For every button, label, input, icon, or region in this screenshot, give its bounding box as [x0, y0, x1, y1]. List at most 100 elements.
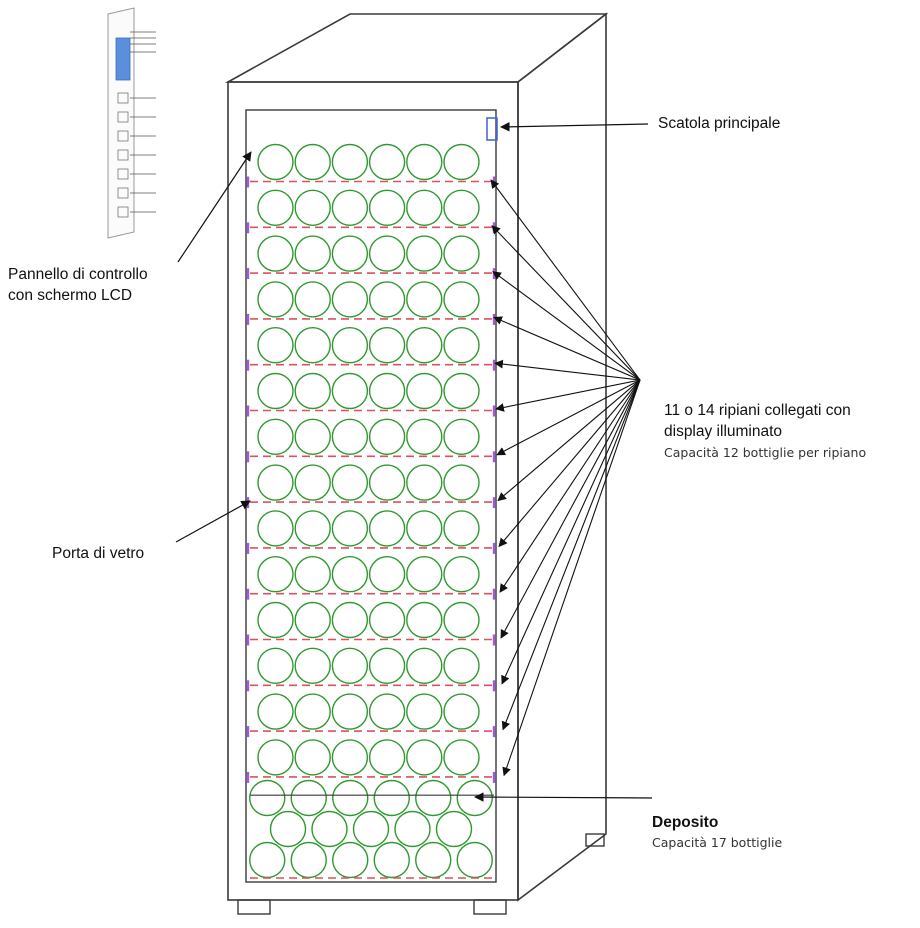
bottle-icon: [331, 556, 369, 593]
bottle-icon: [443, 647, 480, 684]
cabinet-foot-back: [585, 833, 605, 847]
bottle-icon: [406, 601, 443, 639]
bottle-icon: [257, 510, 294, 547]
bottle-icon: [368, 327, 406, 364]
bottle-icon: [331, 327, 369, 364]
control-panel-button: [117, 92, 129, 104]
bottle-icon: [443, 372, 480, 410]
bottle-layer: [249, 143, 493, 879]
bottle-icon: [368, 281, 406, 318]
bottle-icon: [443, 556, 480, 593]
bottle-icon: [257, 143, 294, 181]
bottle-icon: [368, 693, 406, 730]
deposit-text: Deposito: [652, 814, 719, 831]
bottle-icon: [443, 281, 480, 318]
control-panel-button: [117, 130, 129, 142]
bottle-icon: [294, 281, 331, 318]
label-main-box: Scatola principale: [658, 113, 780, 134]
bottle-icon: [443, 510, 480, 547]
bottle-icon: [294, 143, 331, 181]
bottle-icon: [368, 601, 406, 639]
bottle-icon: [257, 372, 294, 410]
bottle-icon: [415, 779, 452, 817]
main-box-text: Scatola principale: [658, 115, 781, 132]
bottle-icon: [331, 739, 369, 776]
bottle-icon: [368, 418, 406, 455]
bottle-icon: [294, 601, 331, 639]
control-panel-buttons: [117, 92, 156, 218]
bottle-icon: [257, 739, 294, 776]
main-box-marker: [486, 117, 498, 141]
bottle-icon: [294, 739, 331, 776]
bottle-icon: [294, 235, 331, 272]
bottle-icon: [368, 189, 406, 227]
bottle-icon: [257, 601, 294, 639]
arrow-shelf: [496, 379, 641, 456]
arrow-shelf: [493, 316, 641, 381]
bottle-icon: [456, 841, 493, 879]
bottle-icon: [435, 810, 473, 848]
bottle-icon: [406, 418, 443, 455]
bottle-icon: [406, 510, 443, 547]
bottle-icon: [368, 510, 406, 547]
bottle-icon: [269, 810, 307, 848]
bottle-icon: [331, 143, 369, 181]
bottle-icon: [257, 464, 294, 501]
bottle-icon: [368, 739, 406, 776]
bottle-icon: [294, 464, 331, 501]
bottle-icon: [257, 281, 294, 318]
arrow-glass-door: [175, 500, 251, 543]
bottle-icon: [257, 235, 294, 272]
bottle-icon: [368, 556, 406, 593]
bottle-icon: [406, 464, 443, 501]
glass-door-frame: [245, 109, 497, 883]
deposit-capacity-text: Capacità 17 bottiglie: [652, 835, 783, 850]
bottle-icon: [443, 143, 480, 181]
cabinet-front: [227, 81, 519, 901]
control-panel-button: [117, 206, 129, 218]
bottle-icon: [406, 327, 443, 364]
bottle-icon: [257, 556, 294, 593]
cabinet-side: [517, 12, 607, 902]
bottle-icon: [331, 281, 369, 318]
bottle-icon: [294, 189, 331, 227]
bottle-icon: [443, 601, 480, 639]
bottle-icon: [331, 372, 369, 410]
arrow-shelf: [502, 379, 641, 777]
bottle-icon: [331, 235, 369, 272]
cabinet-top: [224, 13, 609, 83]
arrow-shelf: [490, 179, 641, 381]
bottle-icon: [331, 510, 369, 547]
bottle-icon: [443, 464, 480, 501]
arrow-shelf: [499, 379, 641, 593]
bottle-icon: [331, 601, 369, 639]
bottle-icon: [294, 693, 331, 730]
bottle-icon: [406, 693, 443, 730]
arrow-shelf: [495, 379, 641, 412]
bottle-icon: [294, 327, 331, 364]
arrow-shelf: [498, 379, 641, 548]
bottle-icon: [352, 810, 390, 848]
cabinet-body: [224, 12, 609, 915]
arrow-shelf: [500, 379, 641, 639]
arrow-main-box: [500, 122, 649, 132]
bottle-icon: [257, 647, 294, 684]
bottle-icon: [294, 647, 331, 684]
bottle-icon: [257, 693, 294, 730]
arrow-shelf: [492, 271, 641, 381]
control-panel-button: [117, 187, 129, 199]
glass-door-text: Porta di vetro: [52, 545, 145, 562]
arrow-shelf: [497, 379, 641, 502]
arrow-shelf: [501, 379, 641, 731]
bottle-icon: [456, 779, 493, 817]
bottle-icon: [406, 556, 443, 593]
bottle-icon: [406, 281, 443, 318]
bottle-icon: [257, 189, 294, 227]
bottle-icon: [406, 189, 443, 227]
bottle-icon: [394, 810, 431, 848]
bottle-icon: [331, 693, 369, 730]
bottle-icon: [257, 327, 294, 364]
bottle-icon: [368, 235, 406, 272]
label-deposit: Deposito: [652, 812, 718, 833]
